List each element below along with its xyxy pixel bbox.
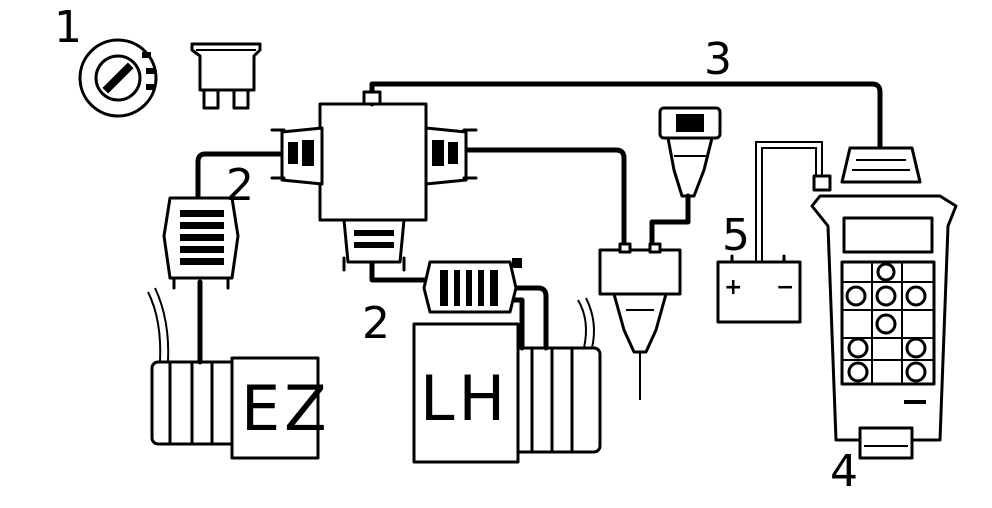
ignition-switch-icon bbox=[78, 38, 158, 118]
wire-ez-free-2 bbox=[154, 287, 170, 363]
battery-minus: − bbox=[776, 275, 794, 300]
wire-bottom-connector bbox=[369, 259, 433, 283]
junction-box bbox=[270, 90, 478, 272]
wire-battery-tester bbox=[755, 141, 823, 262]
wire-to-coil bbox=[465, 147, 627, 253]
lh-connector bbox=[422, 258, 522, 314]
wire-lh-free-2 bbox=[585, 297, 595, 349]
fuse-icon bbox=[190, 42, 262, 110]
wire-ez-free bbox=[147, 291, 162, 363]
wire-battery-tester-2 bbox=[761, 147, 817, 262]
ignition-coil-icon bbox=[598, 242, 682, 354]
lh-control-unit: LH bbox=[412, 322, 602, 464]
callout-4: 4 bbox=[830, 446, 858, 497]
wire-lh-free bbox=[577, 299, 587, 349]
handheld-tester-icon bbox=[810, 146, 958, 460]
ez-control-unit: EZ bbox=[150, 356, 331, 460]
lh-unit-label: LH bbox=[420, 362, 509, 435]
ez-connector bbox=[162, 196, 240, 290]
battery-plus: + bbox=[724, 275, 742, 300]
wire-lh-down bbox=[513, 285, 549, 351]
wire-coil-module bbox=[649, 193, 691, 253]
wire-left-connector bbox=[195, 151, 285, 201]
callout-2-lower: 2 bbox=[362, 298, 390, 349]
battery-icon: + − bbox=[716, 254, 802, 324]
wire-to-tester bbox=[369, 81, 883, 151]
callout-1: 1 bbox=[54, 2, 82, 53]
callouts: 1 2 2 3 5 4 bbox=[54, 2, 858, 497]
callout-5: 5 bbox=[722, 210, 750, 261]
sensor-module bbox=[658, 106, 722, 198]
ez-unit-label: EZ bbox=[241, 372, 331, 445]
callout-3: 3 bbox=[704, 34, 732, 85]
callout-2-upper: 2 bbox=[226, 160, 254, 211]
